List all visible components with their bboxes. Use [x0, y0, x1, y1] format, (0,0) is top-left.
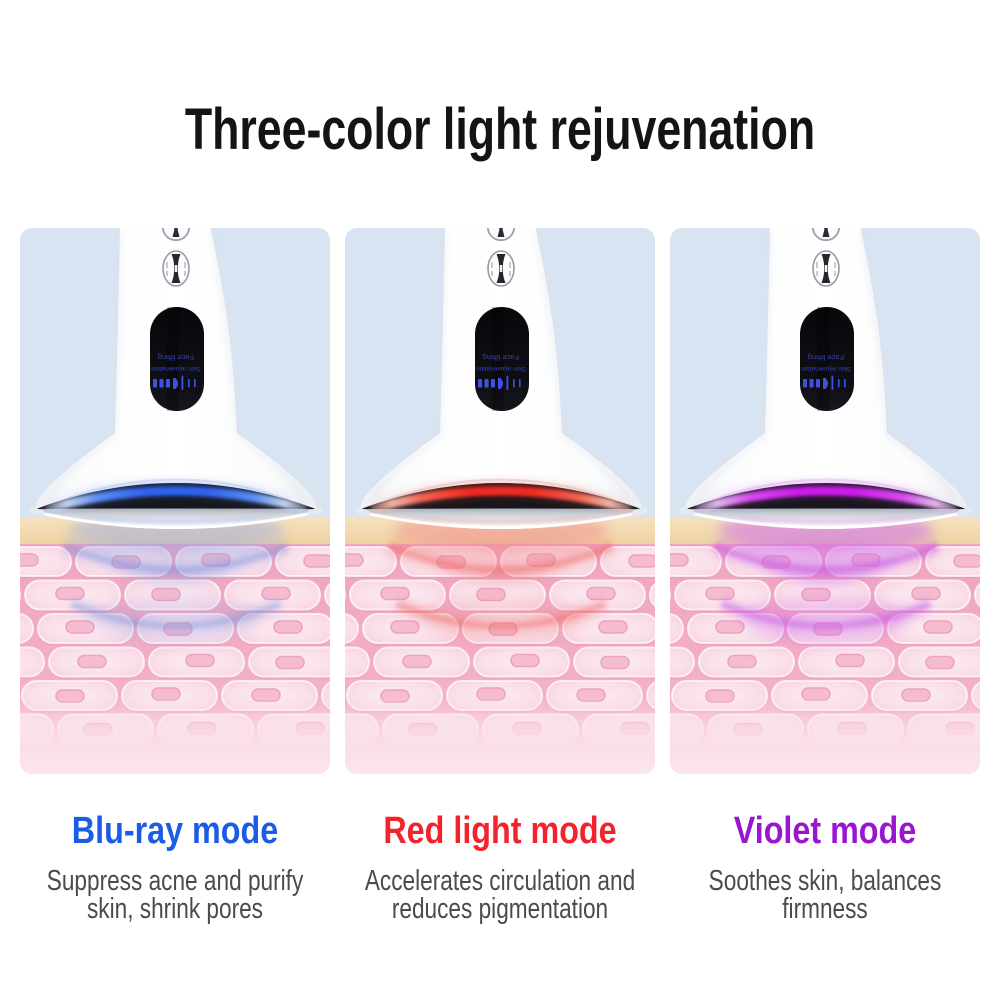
- svg-text:Face lifting: Face lifting: [483, 353, 519, 362]
- svg-text:Face lifting: Face lifting: [158, 353, 194, 362]
- svg-text:Skin rejuvenation: Skin rejuvenation: [801, 365, 851, 372]
- svg-text:Skin rejuvenation: Skin rejuvenation: [151, 365, 201, 372]
- svg-text:Face lifting: Face lifting: [808, 353, 844, 362]
- svg-text:Skin rejuvenation: Skin rejuvenation: [476, 365, 526, 372]
